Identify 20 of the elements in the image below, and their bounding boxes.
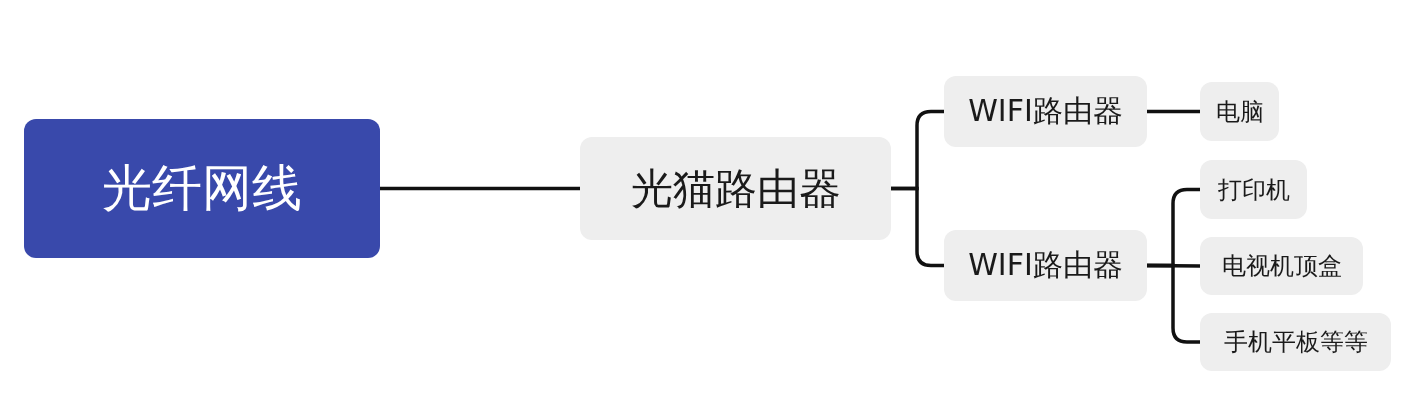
topic-text: 光猫路由器 (630, 162, 841, 215)
root-box (24, 119, 380, 258)
topic-text: 电视机顶盒 (1221, 251, 1342, 282)
connector-line (1147, 109, 1200, 114)
topic-box (1200, 313, 1391, 371)
topic-text: 光纤网线 (102, 158, 302, 219)
topic-text: 打印机 (1217, 174, 1290, 206)
topic-text: WIFI路由器 (968, 246, 1123, 284)
topic-box (580, 137, 891, 240)
topic-text: 手机平板等等 (1223, 327, 1368, 358)
connector-line (1147, 263, 1200, 344)
topic-box (1200, 82, 1279, 141)
connector-line (891, 186, 944, 268)
topic-text: 电脑 (1215, 96, 1264, 128)
topic-box (1200, 237, 1363, 295)
topic-text: WIFI路由器 (968, 92, 1123, 130)
connector-line (380, 186, 580, 191)
topic-box (944, 76, 1147, 147)
topic-box (1200, 160, 1307, 219)
topic-box (944, 230, 1147, 301)
